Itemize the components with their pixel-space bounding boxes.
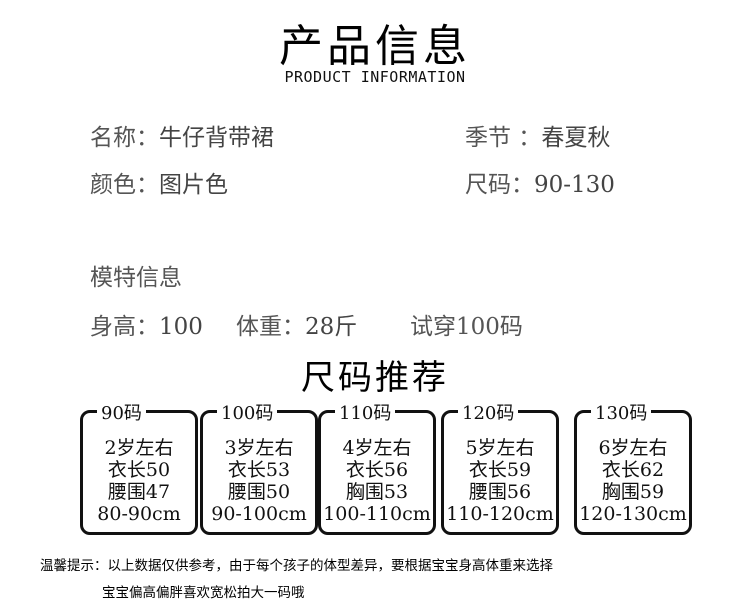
season-value: 春夏秋 xyxy=(541,125,611,151)
size-card-age: 4岁左右 xyxy=(342,437,412,459)
model-height-label: 身高： xyxy=(90,314,159,340)
size-card-age: 6岁左右 xyxy=(598,437,668,459)
size-card-90: 90码 2岁左右 衣长50 腰围47 80-90cm xyxy=(80,399,198,535)
size-card-label: 90码 xyxy=(97,399,146,425)
model-tryon: 试穿100码 xyxy=(410,314,523,340)
product-name-row: 名称：牛仔背带裙 xyxy=(90,118,274,152)
size-card-details: 6岁左右 衣长62 胸围59 120-130cm xyxy=(577,437,689,525)
size-card-details: 3岁左右 衣长53 腰围50 90-100cm xyxy=(203,437,315,525)
size-card-label: 130码 xyxy=(591,399,652,425)
color-value: 图片色 xyxy=(159,172,228,198)
size-card-girth: 腰围56 xyxy=(468,481,532,503)
size-row: 尺码：90-130 xyxy=(465,165,615,199)
size-card-age: 5岁左右 xyxy=(465,437,535,459)
size-card-age: 3岁左右 xyxy=(224,437,294,459)
model-weight-label: 体重： xyxy=(236,314,305,340)
size-card-details: 4岁左右 衣长56 胸围53 100-110cm xyxy=(321,437,433,525)
size-card-height: 110-120cm xyxy=(446,503,554,525)
size-card-length: 衣长53 xyxy=(227,459,291,481)
color-label: 颜色： xyxy=(90,172,159,198)
model-height-row: 身高：100 xyxy=(90,307,203,341)
size-card-girth: 胸围53 xyxy=(345,481,409,503)
size-card-girth: 腰围50 xyxy=(227,481,291,503)
season-label: 季节 ： xyxy=(465,125,542,151)
size-card-100: 100码 3岁左右 衣长53 腰围50 90-100cm xyxy=(200,399,318,535)
size-card-label: 100码 xyxy=(217,399,278,425)
model-weight-row: 体重：28斤 xyxy=(236,307,357,341)
size-card-age: 2岁左右 xyxy=(104,437,174,459)
color-row: 颜色：图片色 xyxy=(90,165,228,199)
size-card-girth: 胸围59 xyxy=(601,481,665,503)
size-recommend-title: 尺码推荐 xyxy=(301,358,449,398)
size-card-length: 衣长62 xyxy=(601,459,665,481)
size-card-length: 衣长59 xyxy=(468,459,532,481)
size-card-height: 80-90cm xyxy=(97,503,181,525)
model-heading: 模特信息 xyxy=(90,265,182,291)
size-card-120: 120码 5岁左右 衣长59 腰围56 110-120cm xyxy=(441,399,559,535)
size-card-length: 衣长50 xyxy=(107,459,171,481)
size-card-110: 110码 4岁左右 衣长56 胸围53 100-110cm xyxy=(318,399,436,535)
size-card-height: 90-100cm xyxy=(211,503,307,525)
page-subtitle: PRODUCT INFORMATION xyxy=(284,68,466,86)
season-row: 季节 ：春夏秋 xyxy=(465,118,610,152)
size-card-length: 衣长56 xyxy=(345,459,409,481)
size-card-label: 120码 xyxy=(458,399,519,425)
size-card-label: 110码 xyxy=(335,399,396,425)
tip-note-line2: 宝宝偏高偏胖喜欢宽松拍大一码哦 xyxy=(102,585,305,601)
page-title: 产品信息 xyxy=(279,21,471,72)
size-card-girth: 腰围47 xyxy=(107,481,171,503)
size-range-label: 尺码： xyxy=(465,172,534,198)
size-card-height: 100-110cm xyxy=(323,503,431,525)
size-card-details: 2岁左右 衣长50 腰围47 80-90cm xyxy=(83,437,195,525)
size-card-130: 130码 6岁左右 衣长62 胸围59 120-130cm xyxy=(574,399,692,535)
size-range-value: 90-130 xyxy=(534,172,615,198)
product-name-value: 牛仔背带裙 xyxy=(159,125,274,151)
size-card-details: 5岁左右 衣长59 腰围56 110-120cm xyxy=(444,437,556,525)
model-height-value: 100 xyxy=(159,314,203,340)
model-weight-value: 28斤 xyxy=(305,314,358,340)
tip-note-line1: 温馨提示：以上数据仅供参考，由于每个孩子的体型差异，要根据宝宝身高体重来选择 xyxy=(40,558,553,574)
size-card-height: 120-130cm xyxy=(579,503,687,525)
product-name-label: 名称： xyxy=(90,125,159,151)
